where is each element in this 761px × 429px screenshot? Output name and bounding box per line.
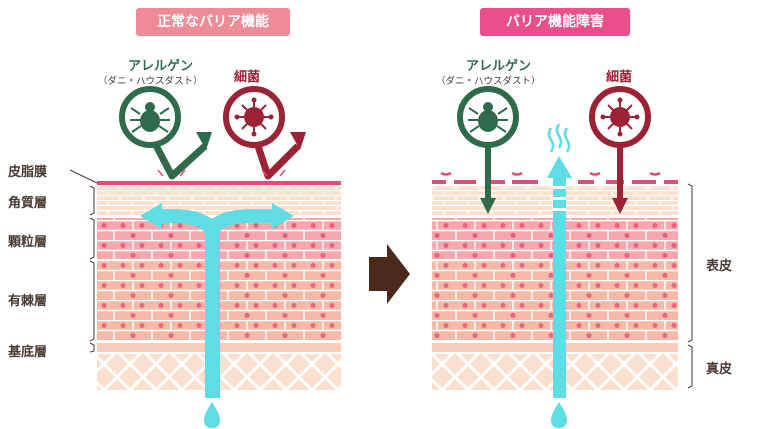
label-basal: 基底層	[8, 345, 48, 360]
title-normal-barrier: 正常なバリア機能	[136, 8, 290, 36]
virus-icon	[234, 97, 274, 137]
moisture-escape-column	[553, 176, 566, 398]
label-spinous: 有棘層	[8, 294, 48, 309]
label-stratum-corneum: 角質層	[8, 196, 48, 211]
transition-arrow-icon	[369, 244, 410, 304]
allergen-examples-right: （ダニ・ハウスダスト）	[436, 76, 541, 87]
virus-icon	[600, 97, 640, 137]
moisture-arrowhead-right	[272, 203, 294, 229]
mite-icon	[130, 102, 170, 133]
allergen-left	[119, 86, 212, 180]
evaporation-icon	[547, 123, 571, 153]
allergen-examples-left: （ダニ・ハウスダスト）	[98, 76, 203, 87]
sebum-membrane-broken	[432, 171, 678, 184]
sebum-membrane-left	[97, 181, 341, 185]
allergen-label-right: アレルゲン	[466, 59, 532, 74]
skin-left	[97, 181, 341, 428]
moisture-escape-gaps	[553, 186, 566, 211]
moisture-arrow-right-branch	[205, 209, 272, 237]
stratum-corneum-left	[97, 186, 341, 215]
skin-right	[432, 123, 678, 428]
water-drop-right	[551, 402, 567, 428]
allergen-right	[457, 86, 519, 214]
label-epidermis: 表皮	[706, 259, 733, 274]
moisture-arrowhead-left	[140, 203, 162, 229]
moisture-column-left	[205, 228, 220, 398]
water-drop-left	[204, 402, 220, 428]
moisture-escape-arrowhead	[547, 156, 572, 178]
bacteria-left	[223, 86, 306, 180]
label-sebum: 皮脂膜	[8, 165, 48, 180]
label-dermis: 真皮	[706, 362, 733, 377]
label-granular: 顆粒層	[8, 235, 48, 250]
allergen-label-left: アレルゲン	[128, 59, 194, 74]
bacteria-label-left: 細菌	[234, 70, 261, 85]
layer-brackets	[69, 169, 693, 389]
title-barrier-dysfunction: バリア機能障害	[480, 8, 630, 36]
bacteria-label-right: 細菌	[606, 70, 633, 85]
mite-icon	[468, 102, 508, 133]
bacteria-right	[589, 86, 651, 214]
